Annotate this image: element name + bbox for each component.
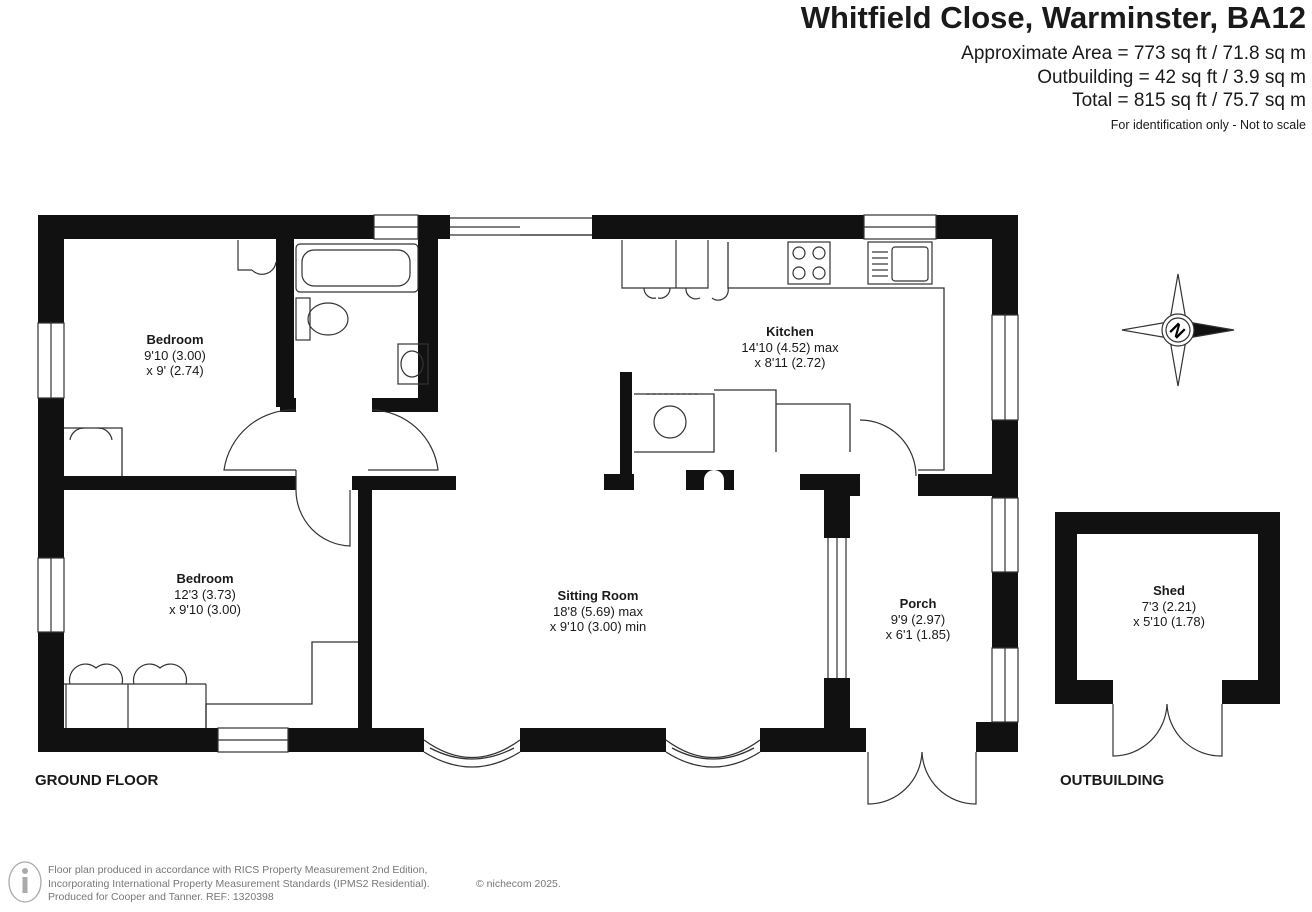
outbuilding-area: Outbuilding = 42 sq ft / 3.9 sq m [1037,67,1306,88]
room-dimension: 18'8 (5.69) max [553,603,643,619]
room-dimension: x 9' (2.74) [146,363,204,378]
footer-text: Floor plan produced in accordance with R… [48,864,430,905]
footer-line: Incorporating International Property Mea… [48,877,430,890]
identification-note: For identification only - Not to scale [1110,118,1306,132]
footer-line: Produced for Cooper and Tanner. REF: 132… [48,891,274,903]
room-label-bedroom-2: Bedroom 12'3 (3.73) x 9'10 (3.00) [169,571,241,618]
room-dimension: x 6'1 (1.85) [885,627,951,642]
floor-label-outbuilding: OUTBUILDING [1060,772,1165,789]
fixtures [295,241,933,439]
room-name: Sitting Room [557,588,639,603]
info-icon [8,861,42,903]
room-dimension: 12'3 (3.73) [174,586,236,602]
chimney-arch [704,470,724,490]
room-dimension: 9'9 (2.97) [890,611,946,627]
room-label-porch: Porch 9'9 (2.97) x 6'1 (1.85) [886,596,951,643]
approximate-area: Approximate Area = 773 sq ft / 71.8 sq m [961,43,1306,64]
room-name: Bedroom [176,571,234,586]
room-name: Shed [1153,583,1185,598]
room-label-kitchen: Kitchen 14'10 (4.52) max x 8'11 (2.72) [741,324,838,371]
room-dimension: 14'10 (4.52) max [741,339,839,355]
room-name: Bedroom [146,332,204,347]
room-label-shed: Shed 7'3 (2.21) x 5'10 (1.78) [1133,583,1205,630]
total-area: Total = 815 sq ft / 75.7 sq m [1072,90,1306,111]
footer-line: Floor plan produced in accordance with R… [48,864,428,876]
door-swings [65,240,1223,805]
property-title: Whitfield Close, Warminster, BA12 [800,0,1306,35]
room-dimension: 7'3 (2.21) [1141,598,1197,614]
windows [37,214,1019,753]
room-dimension: x 9'10 (3.00) [169,602,241,617]
bay-windows [423,739,761,768]
room-name: Kitchen [766,324,814,339]
room-dimension: 9'10 (3.00) [144,347,206,363]
copyright: © nichecom 2025. [476,878,561,890]
compass-icon: N [1121,273,1235,387]
walls [38,215,1280,752]
room-dimension: x 9'10 (3.00) min [549,619,647,634]
room-dimension: x 8'11 (2.72) [754,355,826,370]
room-label-sitting-room: Sitting Room 18'8 (5.69) max x 9'10 (3.0… [550,588,646,635]
floor-label-ground: GROUND FLOOR [35,772,159,789]
room-name: Porch [899,596,937,611]
room-dimension: x 5'10 (1.78) [1133,614,1205,629]
room-label-bedroom-1: Bedroom 9'10 (3.00) x 9' (2.74) [144,332,206,379]
